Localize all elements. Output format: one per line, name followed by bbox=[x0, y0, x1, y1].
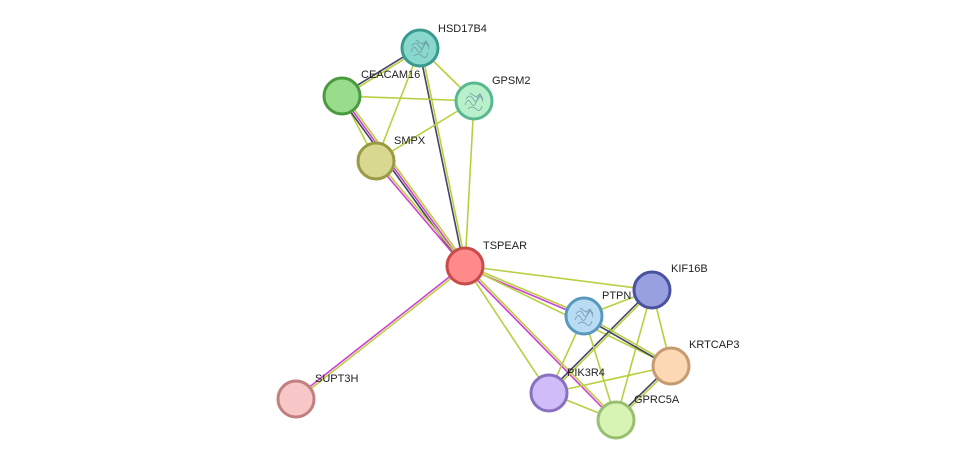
edge-smpx-tspear-yellow bbox=[376, 159, 467, 266]
edge-ceacam16-tspear-dark bbox=[339, 96, 464, 268]
edge-ceacam16-gpsm2-yellow bbox=[341, 95, 475, 102]
node-label: TSPEAR bbox=[483, 240, 527, 252]
node-label: GPRC5A bbox=[634, 394, 680, 406]
node-label: CEACAM16 bbox=[361, 69, 420, 81]
node-krtcap3[interactable]: KRTCAP3 bbox=[651, 339, 740, 386]
node-label: PIK3R4 bbox=[567, 367, 605, 379]
edge-tspear-pik3r4-yellow bbox=[464, 265, 550, 394]
node-label: KIF16B bbox=[671, 263, 708, 275]
node-label: PTPN bbox=[602, 290, 631, 302]
node-supt3h[interactable]: SUPT3H bbox=[276, 373, 358, 419]
node-circle[interactable] bbox=[529, 373, 569, 413]
edge-tspear-supt3h-yellow bbox=[296, 266, 467, 401]
node-hsd17b4[interactable]: HSD17B4 bbox=[400, 23, 487, 68]
edge-tspear-kif16b-yellow bbox=[464, 265, 653, 291]
edge-tspear-gprc5a-yellow bbox=[465, 264, 618, 420]
node-tspear[interactable]: TSPEAR bbox=[445, 240, 527, 286]
edge-ceacam16-tspear-yellow bbox=[343, 94, 468, 266]
node-pik3r4[interactable]: PIK3R4 bbox=[529, 367, 605, 413]
node-gpsm2[interactable]: GPSM2 bbox=[454, 75, 531, 121]
edge-kif16b-pik3r4-yellow bbox=[549, 290, 654, 395]
node-ceacam16[interactable]: CEACAM16 bbox=[322, 69, 420, 116]
edge-gpsm2-tspear-yellow bbox=[464, 100, 475, 267]
edge-hsd17b4-tspear-dark bbox=[418, 48, 465, 267]
edge-kif16b-pik3r4-dark bbox=[547, 288, 652, 393]
node-label: SMPX bbox=[394, 135, 426, 147]
node-label: HSD17B4 bbox=[438, 23, 487, 35]
protein-structure-icon bbox=[574, 307, 594, 326]
node-circle[interactable] bbox=[445, 246, 485, 286]
node-label: SUPT3H bbox=[315, 373, 358, 385]
node-label: KRTCAP3 bbox=[689, 339, 740, 351]
protein-structure-icon bbox=[410, 39, 430, 58]
node-kif16b[interactable]: KIF16B bbox=[632, 263, 708, 310]
edge-kif16b-gprc5a-yellow bbox=[615, 289, 653, 421]
node-circle[interactable] bbox=[632, 270, 672, 310]
protein-structure-icon bbox=[464, 92, 484, 111]
node-gprc5a[interactable]: GPRC5A bbox=[596, 394, 680, 440]
edge-hsd17b4-smpx-yellow bbox=[375, 47, 421, 162]
node-circle[interactable] bbox=[651, 346, 691, 386]
node-circle[interactable] bbox=[356, 141, 396, 181]
node-label: GPSM2 bbox=[492, 75, 531, 87]
node-ptpn[interactable]: PTPN bbox=[564, 290, 631, 336]
edge-krtcap3-pik3r4-yellow bbox=[548, 365, 672, 394]
edge-smpx-tspear-magenta bbox=[374, 161, 465, 268]
edge-tspear-gprc5a-magenta bbox=[463, 266, 616, 422]
node-circle[interactable] bbox=[322, 76, 362, 116]
edge-tspear-ptpn-yellow bbox=[465, 264, 585, 316]
node-smpx[interactable]: SMPX bbox=[356, 135, 426, 181]
edge-hsd17b4-tspear-yellow bbox=[420, 47, 467, 266]
node-circle[interactable] bbox=[276, 379, 316, 419]
node-circle[interactable] bbox=[596, 400, 636, 440]
edge-tspear-supt3h-magenta bbox=[294, 264, 465, 399]
edge-ceacam16-tspear-magenta bbox=[341, 95, 466, 267]
